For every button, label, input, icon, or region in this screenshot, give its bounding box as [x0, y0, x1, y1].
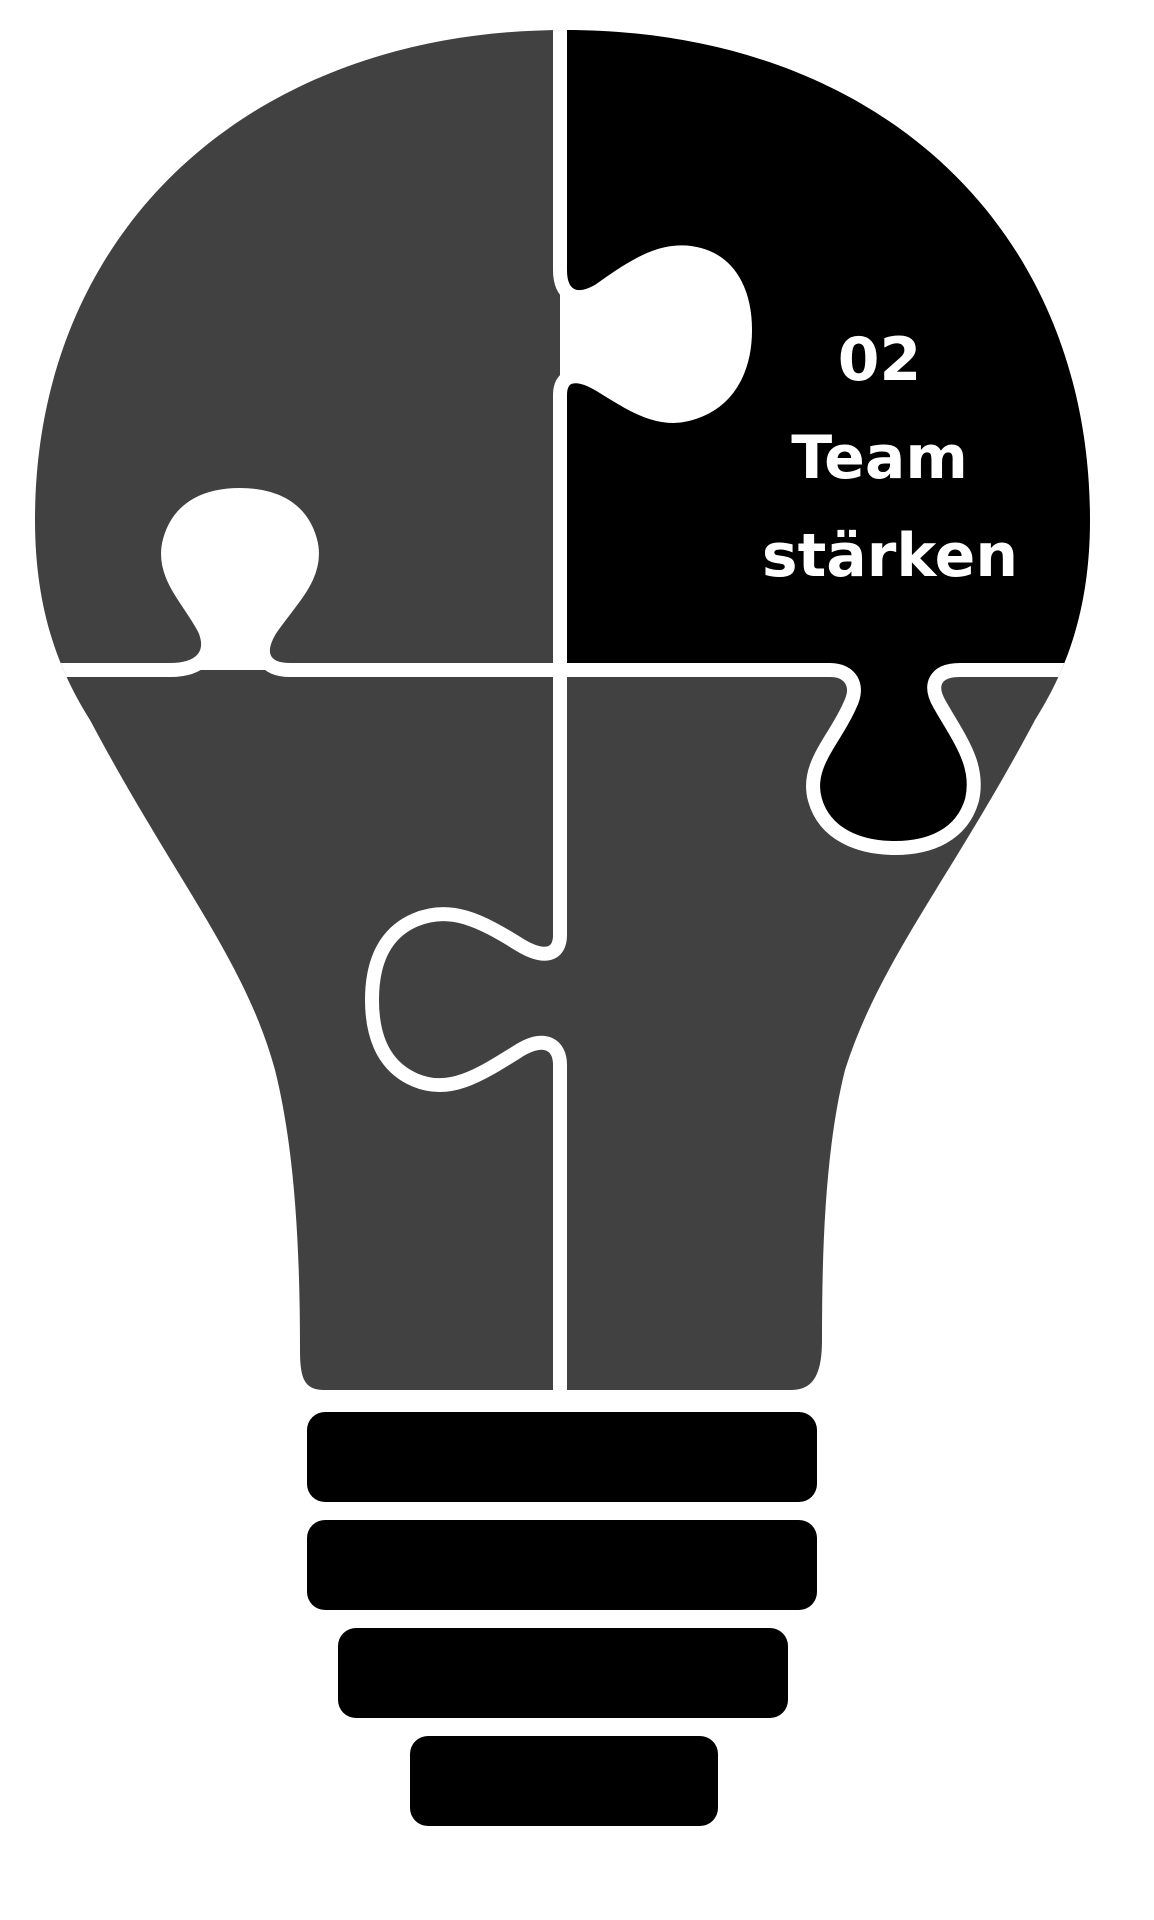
puzzle-seams — [0, 0, 1154, 1400]
label-number: 02 — [838, 325, 922, 395]
puzzle-piece-top-left — [35, 30, 560, 670]
label-line-team: Team — [791, 423, 968, 493]
base-band-1 — [307, 1412, 817, 1502]
base-band-2 — [307, 1520, 817, 1610]
base-band-4 — [410, 1736, 718, 1826]
lightbulb-body — [0, 0, 1154, 1400]
piece-label: 02 Team stärken — [762, 325, 1018, 591]
label-line-staerken: stärken — [762, 521, 1018, 591]
lightbulb-base — [307, 1412, 817, 1826]
base-band-3 — [338, 1628, 788, 1718]
